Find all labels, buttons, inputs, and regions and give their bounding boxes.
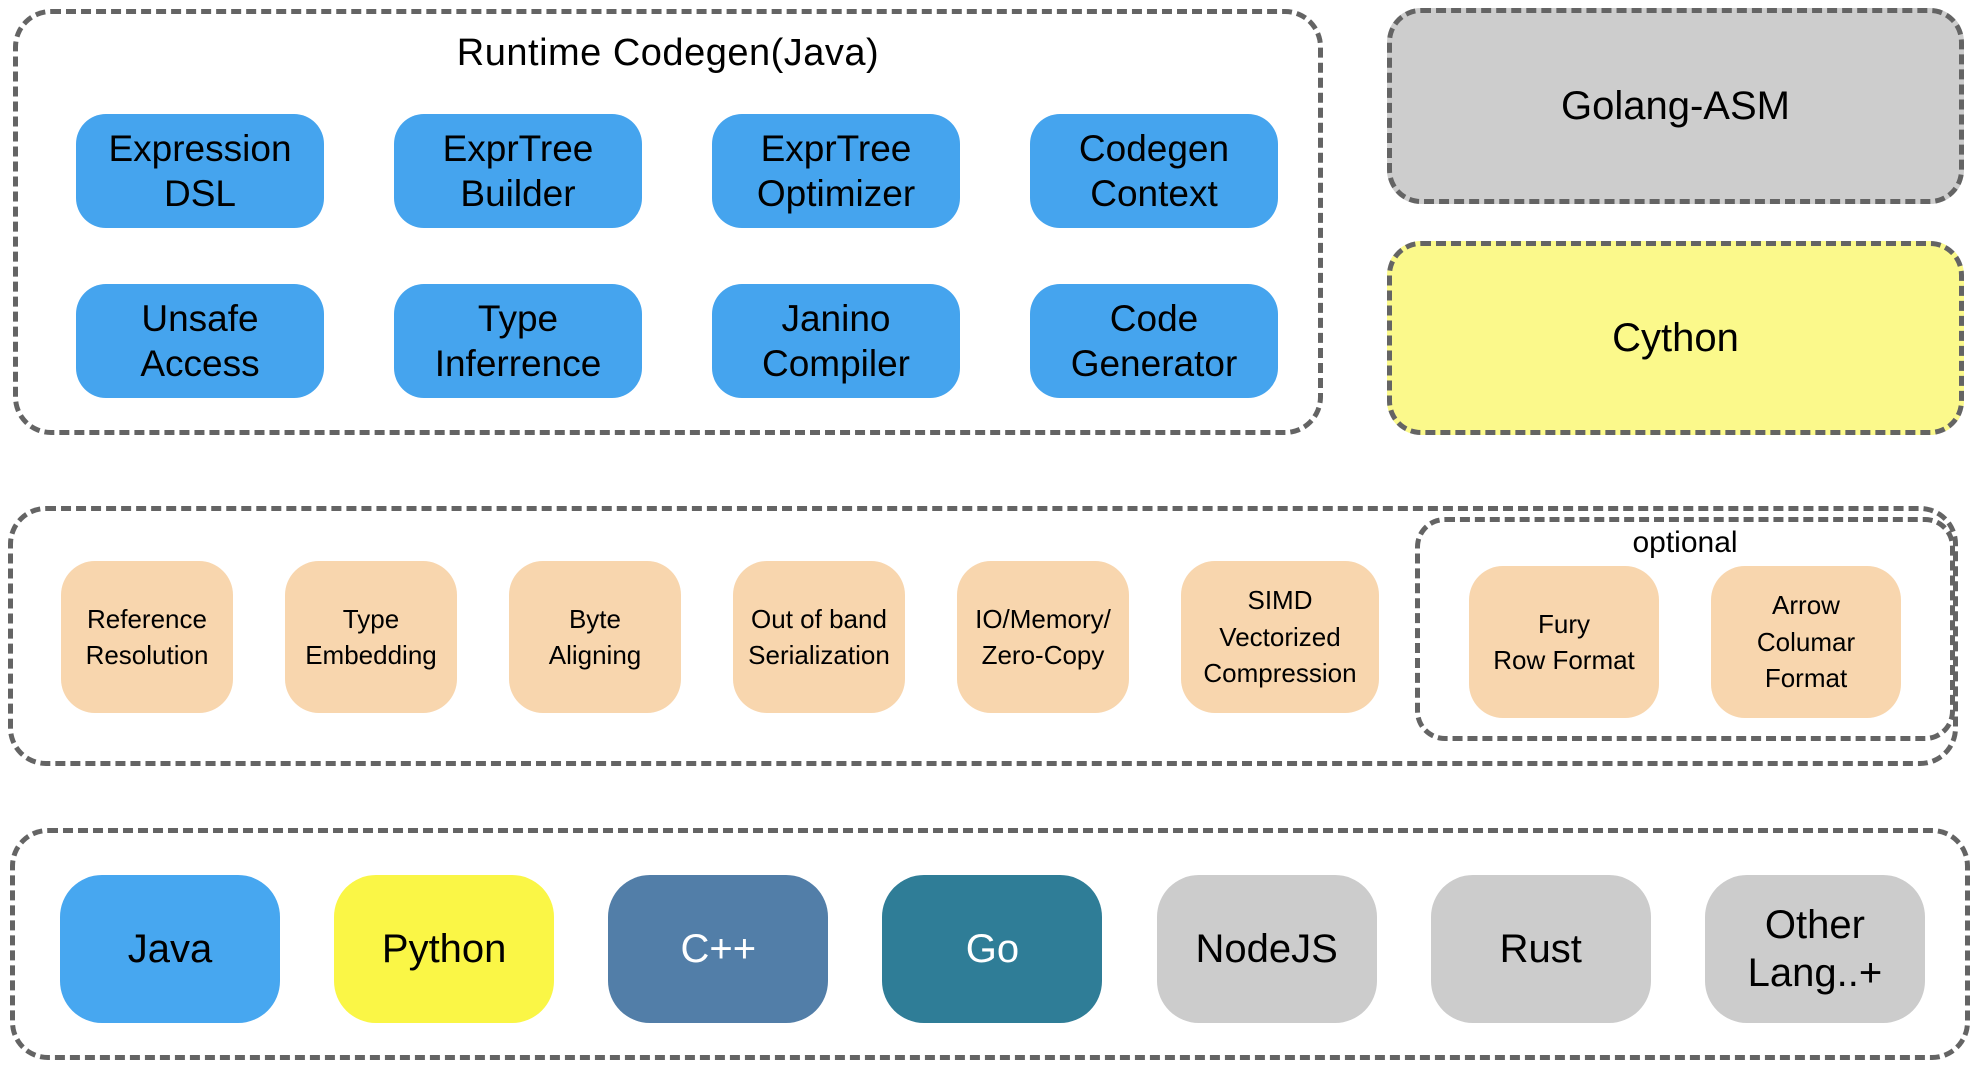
lang-cpp: C++ — [608, 875, 829, 1023]
serialization-box-io-memory-zero-copy: IO/Memory/ Zero-Copy — [957, 561, 1129, 713]
runtime-row-1: Expression DSL ExprTree Builder ExprTree… — [76, 114, 1278, 228]
runtime-box-expression-dsl: Expression DSL — [76, 114, 324, 228]
runtime-box-unsafe-access: Unsafe Access — [76, 284, 324, 398]
runtime-box-codegen-context: Codegen Context — [1030, 114, 1278, 228]
lang-java: Java — [60, 875, 280, 1023]
golang-asm-box: Golang-ASM — [1387, 8, 1964, 204]
runtime-box-type-inferrence: Type Inferrence — [394, 284, 642, 398]
serialization-box-type-embedding: Type Embedding — [285, 561, 457, 713]
optional-box-arrow-columar-format: Arrow Columar Format — [1711, 566, 1901, 718]
languages-group: Java Python C++ Go NodeJS Rust Other Lan… — [10, 828, 1970, 1060]
optional-box-fury-row-format: Fury Row Format — [1469, 566, 1659, 718]
runtime-box-exprtree-optimizer: ExprTree Optimizer — [712, 114, 960, 228]
serialization-box-simd-compression: SIMD Vectorized Compression — [1181, 561, 1379, 713]
lang-nodejs: NodeJS — [1156, 875, 1377, 1023]
runtime-row-2: Unsafe Access Type Inferrence Janino Com… — [76, 284, 1278, 398]
runtime-box-code-generator: Code Generator — [1030, 284, 1278, 398]
lang-go: Go — [882, 875, 1103, 1023]
lang-rust: Rust — [1430, 875, 1651, 1023]
serialization-box-byte-aligning: Byte Aligning — [509, 561, 681, 713]
runtime-codegen-group: Runtime Codegen(Java) Expression DSL Exp… — [13, 9, 1323, 435]
serialization-row: Reference Resolution Type Embedding Byte… — [61, 561, 1379, 713]
runtime-box-exprtree-builder: ExprTree Builder — [394, 114, 642, 228]
optional-group: optional Fury Row Format Arrow Columar F… — [1415, 517, 1955, 741]
serialization-box-out-of-band: Out of band Serialization — [733, 561, 905, 713]
languages-row: Java Python C++ Go NodeJS Rust Other Lan… — [60, 875, 1925, 1023]
optional-label: optional — [1632, 526, 1738, 559]
serialization-group: Reference Resolution Type Embedding Byte… — [8, 506, 1958, 766]
serialization-box-reference-resolution: Reference Resolution — [61, 561, 233, 713]
optional-row: Fury Row Format Arrow Columar Format — [1420, 566, 1950, 718]
lang-other: Other Lang..+ — [1704, 875, 1925, 1023]
runtime-box-janino-compiler: Janino Compiler — [712, 284, 960, 398]
cython-box: Cython — [1387, 241, 1964, 435]
lang-python: Python — [334, 875, 555, 1023]
runtime-codegen-title: Runtime Codegen(Java) — [456, 32, 880, 74]
